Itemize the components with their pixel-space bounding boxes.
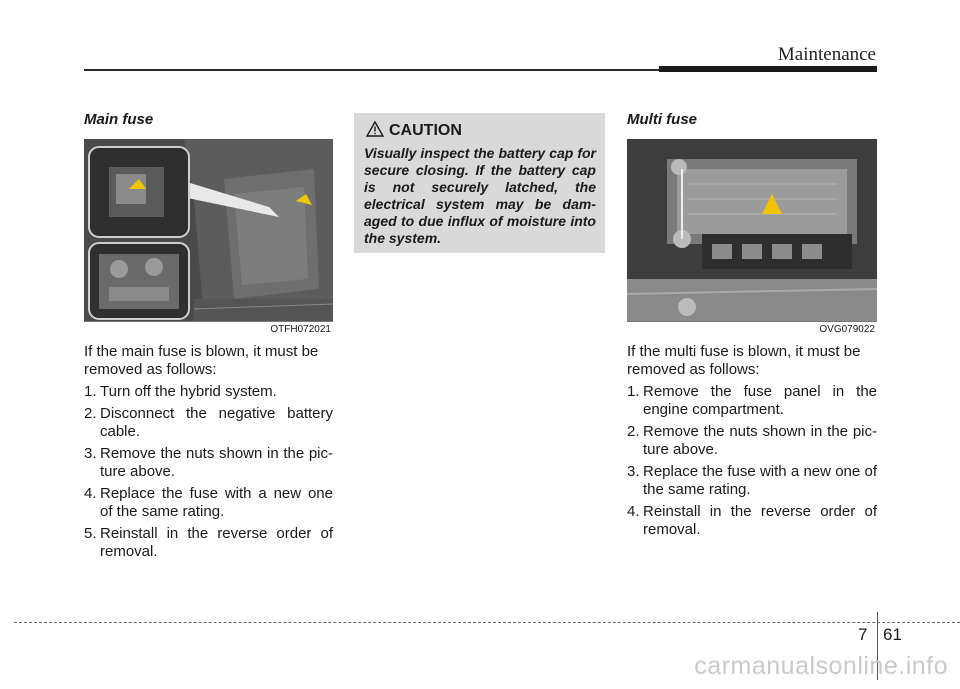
list-item: 2.Remove the nuts shown in the pic- ture… <box>627 423 877 458</box>
multi-fuse-figure: OVG079022 <box>627 139 877 336</box>
multi-fuse-intro: If the multi fuse is blown, it must be r… <box>627 343 861 378</box>
main-fuse-illustration <box>84 139 333 321</box>
header-rule <box>84 69 659 71</box>
header-rule-accent <box>659 66 877 72</box>
main-fuse-photo <box>84 139 333 321</box>
arrow-icon <box>129 179 146 189</box>
page-number-divider <box>877 612 878 680</box>
multi-fuse-image-code: OVG079022 <box>627 321 877 336</box>
arrow-icon <box>296 194 312 205</box>
watermark: carmanualsonline.info <box>694 652 948 680</box>
list-item: 4.Replace the fuse with a new one of the… <box>84 485 333 520</box>
page-number: 61 <box>883 625 902 644</box>
multi-fuse-title: Multi fuse <box>627 111 697 128</box>
main-fuse-text: If the main fuse is blown, it must be re… <box>84 343 333 565</box>
running-header: Maintenance <box>777 44 876 65</box>
multi-fuse-text: If the multi fuse is blown, it must be r… <box>627 343 877 543</box>
list-item: 1.Turn off the hybrid system. <box>84 383 277 400</box>
multi-fuse-photo <box>627 139 877 321</box>
multi-fuse-steps: 1.Remove the fuse panel in the engine co… <box>627 383 877 539</box>
main-fuse-steps: 1.Turn off the hybrid system. 2.Disconne… <box>84 383 333 561</box>
caution-header: CAUTION <box>365 120 462 140</box>
chapter-number: 7 <box>858 625 868 644</box>
arrow-icon <box>762 194 782 214</box>
main-fuse-figure: OTFH072021 <box>84 139 333 336</box>
list-item: 4.Reinstall in the reverse order of remo… <box>627 503 877 538</box>
multi-fuse-illustration <box>627 139 877 321</box>
main-fuse-image-code: OTFH072021 <box>84 321 333 336</box>
caution-box: CAUTION Visually inspect the battery cap… <box>354 113 605 253</box>
warning-triangle-icon <box>365 120 385 137</box>
caution-title: CAUTION <box>389 122 462 139</box>
caution-text: Visually inspect the battery cap for sec… <box>364 145 596 246</box>
list-item: 3.Remove the nuts shown in the pic- ture… <box>84 445 333 480</box>
footer-rule <box>14 622 960 623</box>
main-fuse-title: Main fuse <box>84 111 154 128</box>
list-item: 1.Remove the fuse panel in the engine co… <box>627 383 877 418</box>
list-item: 2.Disconnect the negative battery cable. <box>84 405 333 440</box>
main-fuse-intro: If the main fuse is blown, it must be re… <box>84 343 319 378</box>
list-item: 3.Replace the fuse with a new one of the… <box>627 463 877 498</box>
list-item: 5.Reinstall in the reverse order of remo… <box>84 525 333 560</box>
